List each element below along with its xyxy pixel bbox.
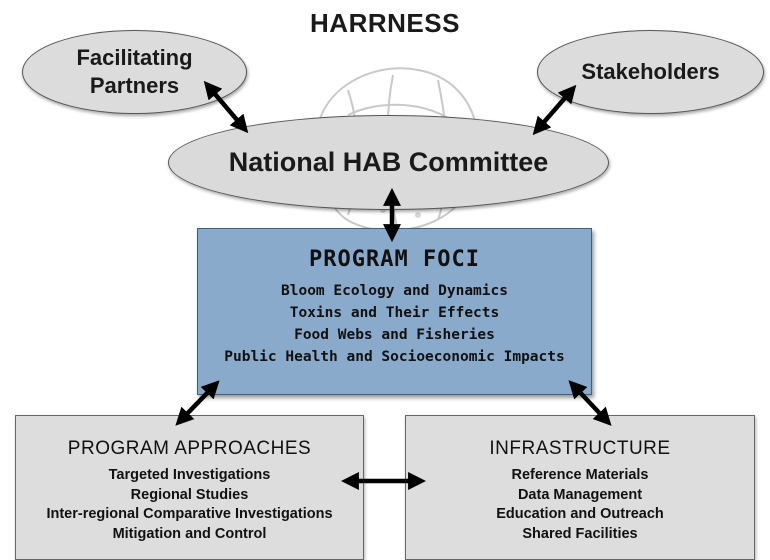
program-foci-item: Public Health and Socioeconomic Impacts	[224, 349, 565, 365]
program-foci-title: PROGRAM FOCI	[309, 247, 480, 272]
program-approaches-title: PROGRAM APPROACHES	[67, 438, 312, 459]
facilitating-partners-label: Facilitating Partners	[76, 45, 193, 98]
program-approaches-item: Regional Studies	[130, 486, 249, 503]
stakeholders-ellipse: Stakeholders	[537, 30, 764, 114]
infrastructure-item: Reference Materials	[511, 467, 649, 483]
program-foci-list: Bloom Ecology and Dynamics Toxins and Th…	[198, 280, 591, 368]
national-hab-committee-label: National HAB Committee	[228, 147, 549, 177]
infrastructure-box: INFRASTRUCTURE Reference Materials Data …	[405, 415, 755, 560]
program-approaches-item: Targeted Investigations	[108, 467, 271, 483]
infrastructure-item: Data Management	[517, 486, 643, 503]
program-approaches-item: Mitigation and Control	[112, 525, 267, 542]
infrastructure-item: Education and Outreach	[496, 506, 664, 522]
program-approaches-box: PROGRAM APPROACHES Targeted Investigatio…	[15, 415, 364, 560]
program-foci-item: Bloom Ecology and Dynamics	[281, 283, 508, 299]
program-approaches-item: Inter-regional Comparative Investigation…	[46, 506, 333, 522]
program-foci-item: Food Webs and Fisheries	[294, 327, 495, 343]
program-foci-item: Toxins and Their Effects	[289, 305, 500, 321]
national-hab-committee-ellipse: National HAB Committee	[168, 115, 609, 210]
infrastructure-item: Shared Facilities	[522, 525, 638, 542]
infrastructure-list: Reference Materials Data Management Educ…	[406, 466, 754, 544]
program-foci-box: PROGRAM FOCI Bloom Ecology and Dynamics …	[197, 228, 592, 395]
stakeholders-label: Stakeholders	[581, 59, 720, 84]
program-approaches-list: Targeted Investigations Regional Studies…	[16, 466, 363, 544]
diagram-title: HARRNESS	[310, 8, 460, 38]
infrastructure-title: INFRASTRUCTURE	[489, 438, 671, 459]
facilitating-partners-ellipse: Facilitating Partners	[22, 30, 247, 114]
